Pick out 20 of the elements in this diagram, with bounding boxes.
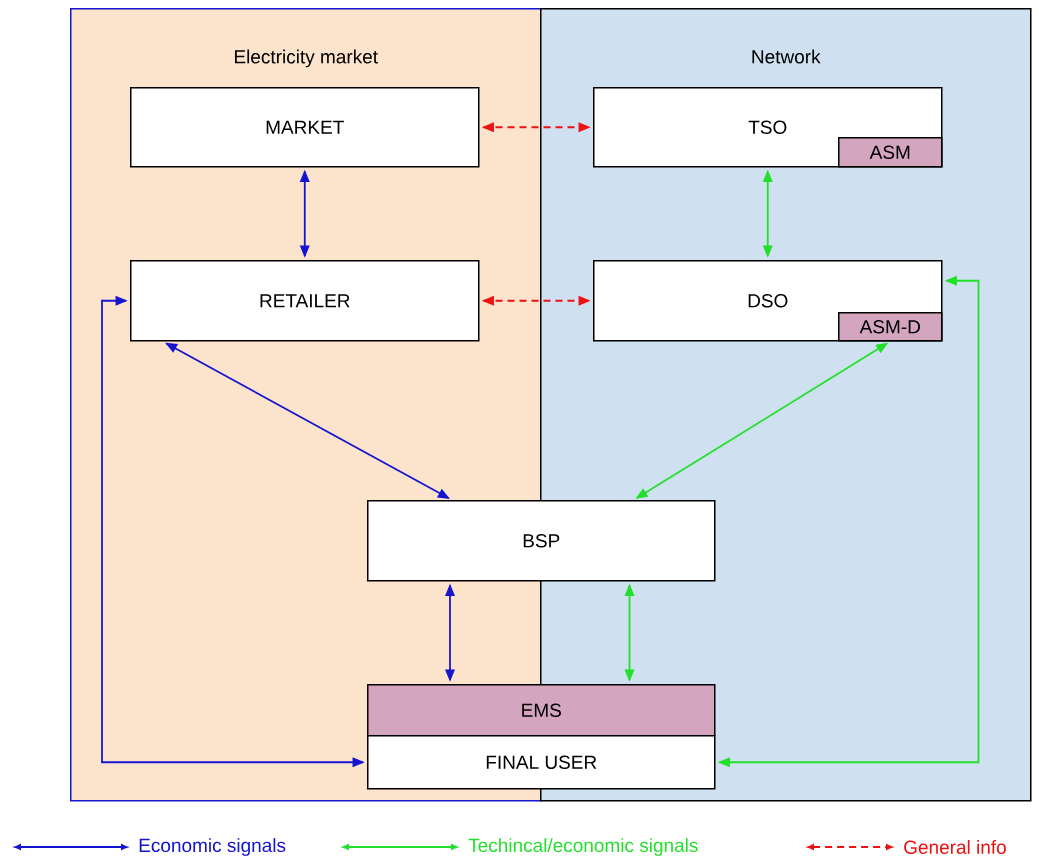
process-box: FINAL USER (367, 735, 716, 790)
legend-label: Economic signals (139, 838, 286, 856)
tag-box: ASM (838, 137, 943, 168)
arrow (299, 169, 310, 258)
arrow (101, 295, 365, 768)
tag-box: EMS (367, 684, 716, 737)
arrow (445, 583, 455, 682)
arrow (165, 342, 450, 499)
process-box: RETAILER (130, 260, 480, 342)
process-box: MARKET (130, 87, 480, 168)
tag-box: ASM-D (838, 312, 943, 342)
legend-label: General info (904, 840, 1006, 854)
arrow (717, 275, 980, 768)
arrow (762, 169, 773, 258)
arrow (635, 342, 889, 499)
arrow (481, 122, 591, 133)
arrow (624, 583, 635, 682)
process-box: BSP (367, 500, 716, 582)
legend-label: Techincal/economic signals (468, 838, 698, 856)
arrow (481, 295, 591, 306)
